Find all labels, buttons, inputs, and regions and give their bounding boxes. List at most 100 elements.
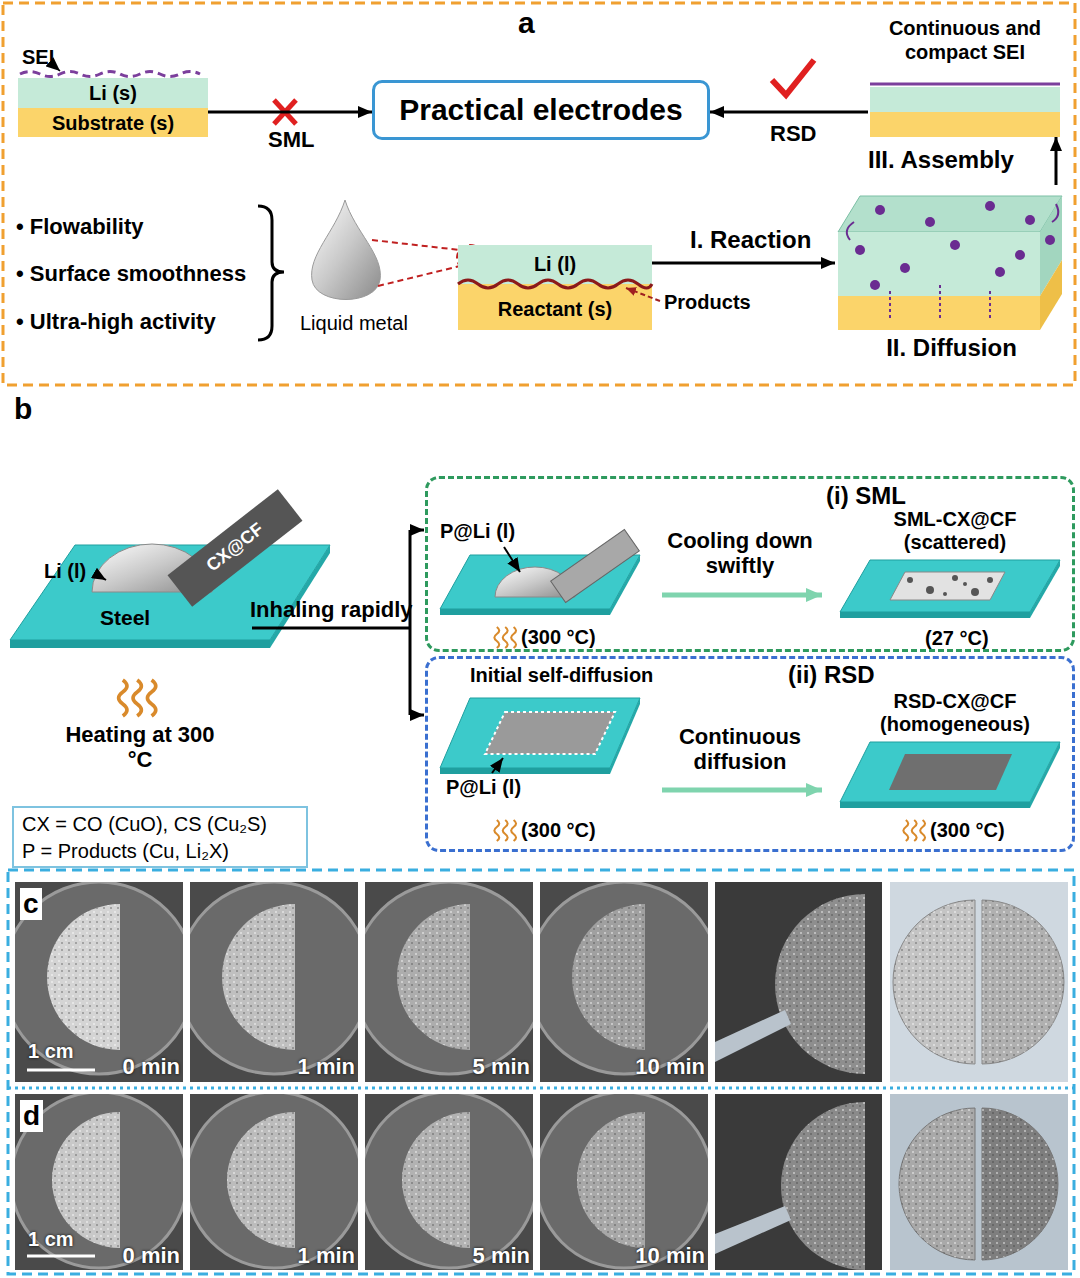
sml-illustration bbox=[907, 577, 913, 583]
edge-label: RSD bbox=[768, 121, 818, 146]
figure-label: • Flowability bbox=[16, 214, 144, 239]
photo bbox=[715, 1206, 791, 1254]
inhale-arrow bbox=[252, 530, 424, 715]
diffusion-slab bbox=[890, 285, 990, 318]
diffusion-slab: II. Diffusion bbox=[835, 185, 1068, 365]
reaction-stack bbox=[458, 280, 652, 288]
diffusion-slab bbox=[1040, 260, 1062, 330]
diffusion-slab bbox=[838, 196, 1062, 232]
photo bbox=[982, 900, 1064, 1064]
layer-stack: Continuous and compact SEI bbox=[868, 16, 1062, 137]
sml-illustration bbox=[1030, 560, 1060, 618]
node-text: Substrate (s) bbox=[52, 111, 174, 135]
rsd-illustration bbox=[662, 788, 822, 793]
figure-label: 5 min bbox=[458, 1243, 530, 1268]
sml-illustration bbox=[971, 588, 979, 596]
panel-frame bbox=[3, 3, 1075, 385]
photo bbox=[577, 1112, 645, 1248]
photo bbox=[899, 1108, 975, 1260]
sml-illustration bbox=[662, 593, 822, 598]
diffusion-slab bbox=[1052, 204, 1058, 222]
photo bbox=[361, 1092, 537, 1270]
diffusion-slab bbox=[875, 205, 885, 215]
figure-label: Continuous diffusion bbox=[655, 724, 825, 775]
node-text: SEI bbox=[22, 45, 54, 69]
rsd-illustration bbox=[610, 698, 640, 774]
inhale-arrow bbox=[410, 529, 424, 532]
figure-label: Heating at 300 °C bbox=[55, 722, 225, 773]
figure-label: Inhaling rapidly bbox=[250, 597, 413, 622]
inhale-arrow bbox=[252, 627, 410, 630]
sml-illustration bbox=[926, 586, 934, 594]
photo bbox=[353, 882, 545, 1074]
sml-illustration bbox=[840, 560, 1060, 612]
photo bbox=[3, 882, 195, 1074]
photo bbox=[781, 1102, 865, 1270]
diffusion-slab bbox=[925, 217, 935, 227]
photo bbox=[982, 1108, 1058, 1260]
layer-stack: SEI Li (s) Substrate (s) bbox=[18, 45, 208, 137]
check-mark bbox=[772, 60, 814, 95]
arrow-connector bbox=[652, 262, 835, 265]
figure-label: • Ultra-high activity bbox=[16, 309, 216, 334]
arrow-connector bbox=[208, 111, 372, 114]
diffusion-slab bbox=[838, 196, 1062, 330]
sml-illustration bbox=[494, 627, 516, 648]
figure-label: Li (l) bbox=[44, 560, 86, 583]
sml-illustration bbox=[890, 572, 1005, 600]
photo bbox=[222, 904, 295, 1050]
liquid-droplet bbox=[312, 200, 381, 300]
photo bbox=[715, 882, 882, 1082]
node-text: Continuous and compact SEI bbox=[868, 16, 1062, 64]
photo bbox=[536, 1092, 712, 1270]
photo bbox=[528, 882, 720, 1074]
photo bbox=[186, 1092, 362, 1268]
photo bbox=[178, 882, 370, 1082]
photo bbox=[47, 904, 120, 1050]
reaction-stack bbox=[458, 284, 652, 330]
edge-label: SML bbox=[266, 127, 316, 152]
result-box: Practical electrodes bbox=[372, 80, 710, 140]
photo bbox=[715, 1094, 882, 1270]
sml-illustration bbox=[943, 592, 947, 596]
figure-label: c bbox=[20, 888, 42, 920]
photo bbox=[577, 1112, 645, 1248]
sml-illustration bbox=[907, 575, 993, 596]
photo bbox=[27, 1255, 95, 1258]
diffusion-slab bbox=[855, 245, 865, 255]
liquid-li-layer: Li (l) bbox=[458, 245, 652, 282]
edge-label: III. Assembly bbox=[866, 146, 1016, 174]
arrow-connector bbox=[1055, 137, 1058, 185]
node-text: Li (l) bbox=[534, 252, 576, 276]
photo bbox=[890, 1094, 1068, 1270]
sml-illustration bbox=[963, 582, 967, 586]
photo bbox=[572, 904, 645, 1050]
figure-label: (300 °C) bbox=[521, 819, 596, 842]
node-text: II. Diffusion bbox=[886, 334, 1017, 363]
edge-label: I. Reaction bbox=[688, 226, 813, 254]
figure-label: Initial self-diffusion bbox=[470, 664, 653, 687]
photo bbox=[775, 894, 865, 1074]
diffusion-slab bbox=[870, 280, 880, 290]
photo bbox=[227, 1112, 295, 1248]
figure-label: 5 min bbox=[458, 1054, 530, 1079]
steel-plate bbox=[270, 545, 330, 648]
node-text: P = Products (Cu, Li₂X) bbox=[22, 839, 229, 863]
steel-plate bbox=[168, 489, 303, 607]
rsd-illustration bbox=[440, 768, 610, 774]
figure-label: 0 min bbox=[108, 1054, 180, 1079]
figure-label: 1 min bbox=[283, 1054, 355, 1079]
diffusion-slab bbox=[889, 290, 891, 318]
photo bbox=[47, 904, 120, 1050]
photo bbox=[52, 1112, 120, 1248]
rsd-illustration bbox=[485, 712, 615, 754]
diffusion-slab bbox=[989, 288, 991, 318]
figure-label: P@Li (l) bbox=[440, 520, 515, 543]
sml-illustration bbox=[840, 612, 1030, 618]
bracket bbox=[258, 206, 284, 340]
zoom-lines bbox=[372, 240, 460, 250]
node-text: Li (s) bbox=[89, 81, 137, 105]
photo bbox=[893, 900, 975, 1064]
photo bbox=[715, 882, 882, 1082]
